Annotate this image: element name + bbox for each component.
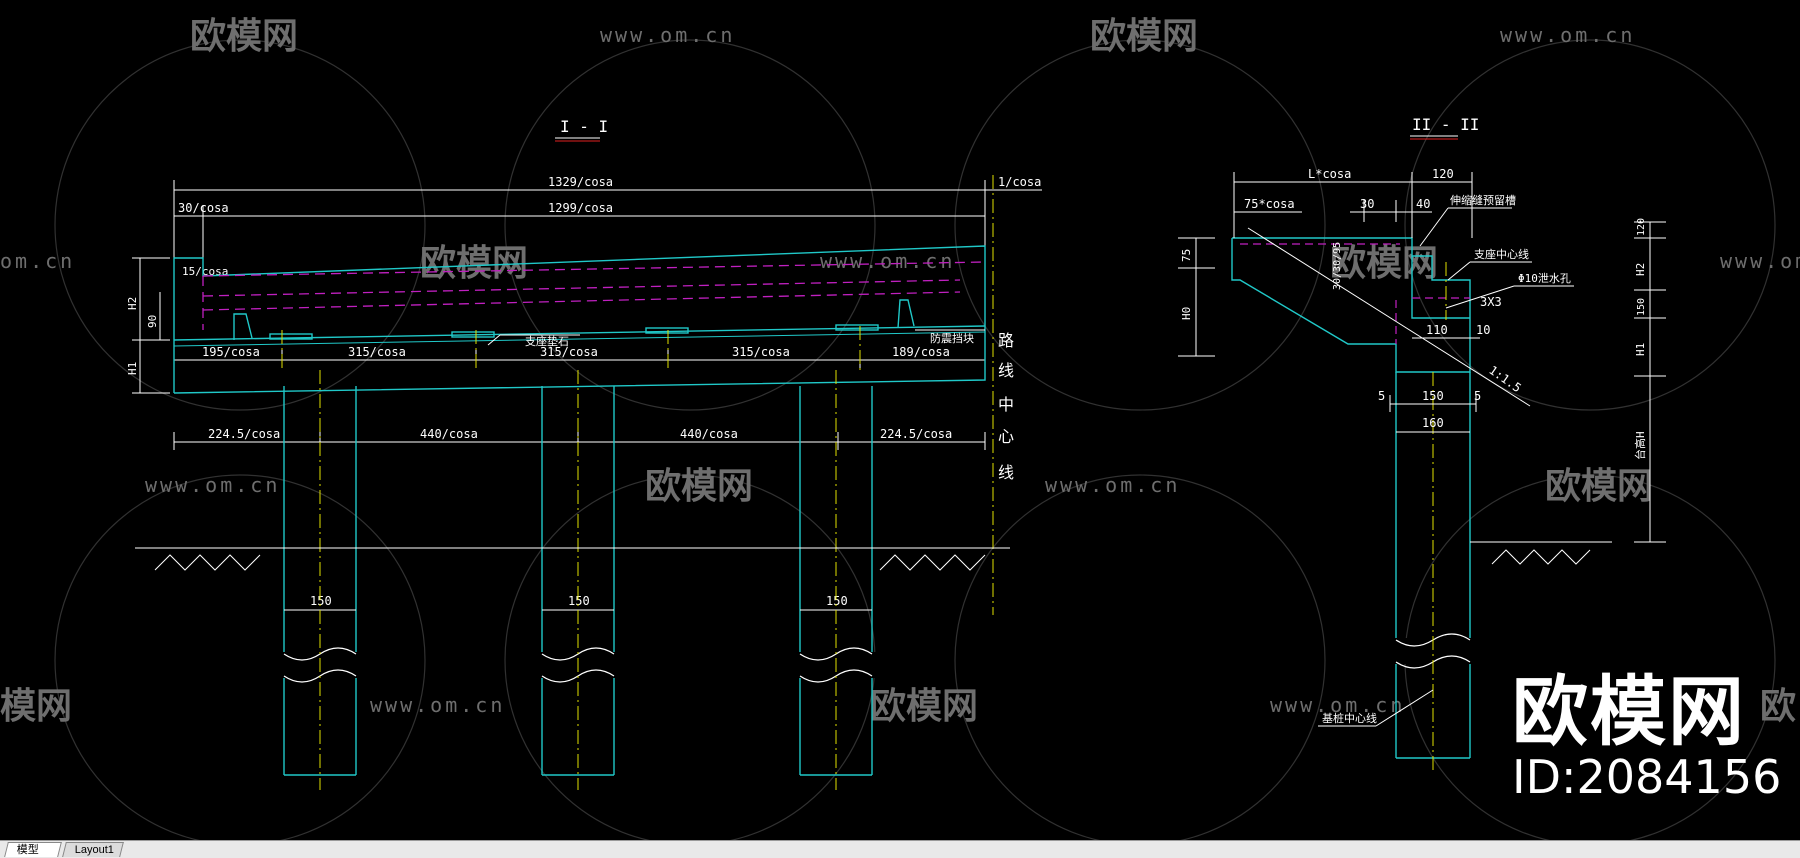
section-1-labels: 支座垫石 防震挡块 <box>487 329 985 348</box>
dim-label: 120 <box>1432 167 1454 181</box>
dim-label: 150 <box>1636 298 1647 316</box>
tab-model-label: 模型 <box>16 844 39 856</box>
dim-label: 5 <box>1378 389 1385 403</box>
dim-label: 5 <box>1474 389 1481 403</box>
dim-label: 195/cosa <box>202 345 260 359</box>
dim-label: H1 <box>126 362 139 375</box>
watermark-brand: 欧模网 <box>870 686 978 727</box>
dim-label: 224.5/cosa <box>880 427 952 441</box>
watermark-url: www.om.cn <box>145 473 280 497</box>
road-center-char: 线 <box>998 361 1014 380</box>
dim-label: 10 <box>1476 323 1490 337</box>
dim-label: 315/cosa <box>732 345 790 359</box>
dim-label: 440/cosa <box>680 427 738 441</box>
ground <box>135 547 1010 571</box>
watermark-url: www.om.cn <box>370 693 505 717</box>
watermark-brand: 欧 <box>1760 686 1796 727</box>
cad-drawing-canvas[interactable]: 欧模网 www.om.cn 欧模网 www.om.cn om.cn 欧模网 ww… <box>0 0 1800 840</box>
dim-label: 40 <box>1416 197 1430 211</box>
watermark-brand: 欧模网 <box>1545 466 1653 507</box>
dim-label: H1 <box>1634 343 1647 356</box>
dim-label: 315/cosa <box>348 345 406 359</box>
road-center-char: 线 <box>998 463 1014 482</box>
label-seismic-block: 防震挡块 <box>930 331 974 345</box>
dim-label: 15/cosa <box>182 265 228 278</box>
tab-model[interactable]: 模型 <box>4 842 62 857</box>
tab-layout1-label: Layout1 <box>74 844 114 856</box>
slope-line <box>1247 227 1531 407</box>
dim-label: 150 <box>568 594 590 608</box>
label-bearing-pad: 支座垫石 <box>525 334 569 348</box>
dim-label: 440/cosa <box>420 427 478 441</box>
pile-breaks <box>280 647 876 683</box>
dim-label: 120 <box>1636 218 1647 236</box>
watermark-brand: 欧模网 <box>1090 16 1198 57</box>
dim-label: 1329/cosa <box>548 175 613 189</box>
tab-layout1[interactable]: Layout1 <box>62 842 124 857</box>
section-1-dimensions: 1329/cosa 1/cosa 30/cosa 1299/cosa 15/co… <box>126 175 1042 450</box>
section-title-2: II - II <box>1412 115 1479 134</box>
section-2-title: II - II <box>1410 115 1479 140</box>
watermark-url: www.om.cn <box>600 23 735 47</box>
section-2-labels: 伸缩缝预留槽 支座中心线 Φ10泄水孔 基桩中心线 <box>1318 193 1574 727</box>
label-drain-hole: Φ10泄水孔 <box>1518 272 1571 285</box>
road-center-char: 路 <box>998 331 1014 350</box>
brand-title: 欧模网 <box>1512 667 1746 756</box>
dim-label: L*cosa <box>1308 167 1351 181</box>
dim-label: 1/cosa <box>998 175 1041 189</box>
brand-watermark: 欧模网 ID:2084156 <box>1512 667 1782 804</box>
watermark-url: www.om.cn <box>1720 249 1800 273</box>
piles <box>283 386 873 776</box>
abutment-magenta <box>1240 243 1470 344</box>
pile-centerlines <box>281 175 994 790</box>
watermark-url: www.om.cn <box>820 249 955 273</box>
prestress-lines <box>202 261 986 330</box>
dim-label: 1299/cosa <box>548 201 613 215</box>
label-expansion-slot: 伸缩缝预留槽 <box>1450 193 1516 207</box>
dim-label: 30/30/95 <box>1332 242 1343 290</box>
dim-label: 30/cosa <box>178 201 229 215</box>
watermark-brand: 欧模网 <box>645 466 753 507</box>
brand-id: ID:2084156 <box>1512 750 1782 804</box>
watermark-text: 欧模网 www.om.cn 欧模网 www.om.cn om.cn 欧模网 ww… <box>0 16 1800 727</box>
dim-label: 160 <box>1422 416 1444 430</box>
dim-label: H2 <box>126 297 139 310</box>
road-center-char: 中 <box>998 395 1014 414</box>
watermark-url: www.om.cn <box>1045 473 1180 497</box>
section-1-title: I - I <box>555 117 608 142</box>
dim-label: H2 <box>1634 263 1647 276</box>
label-pile-center: 基桩中心线 <box>1322 711 1377 725</box>
watermark-url: om.cn <box>0 249 75 273</box>
dim-label: 90 <box>146 315 159 328</box>
watermark-brand: 模网 <box>0 686 72 727</box>
dim-label: 150 <box>1422 389 1444 403</box>
layout-tab-bar: 模型 Layout1 <box>0 840 1800 858</box>
abutment-ground <box>1470 541 1612 565</box>
section-2-dimensions: L*cosa 120 75*cosa 30 40 75 H0 30/30/95 … <box>1178 167 1666 543</box>
dim-label: 75 <box>1180 249 1193 262</box>
abutment-centerline <box>1432 262 1447 772</box>
dim-label: 224.5/cosa <box>208 427 280 441</box>
dim-label: 189/cosa <box>892 345 950 359</box>
dim-label: 110 <box>1426 323 1448 337</box>
watermark-brand: 欧模网 <box>190 16 298 57</box>
watermark-url: www.om.cn <box>1500 23 1635 47</box>
section-title-1: I - I <box>560 117 608 136</box>
dim-label: 315/cosa <box>540 345 598 359</box>
dim-label: 150 <box>826 594 848 608</box>
dim-label: 75*cosa <box>1244 197 1295 211</box>
cap-beam <box>173 245 986 394</box>
dim-label: 3X3 <box>1480 295 1502 309</box>
dim-label: H0 <box>1180 307 1193 320</box>
watermark-brand: 欧模网 <box>1330 243 1438 284</box>
watermark-brand: 欧模网 <box>420 243 528 284</box>
dim-label: 150 <box>310 594 332 608</box>
road-centerline-label: 路 线 中 心 线 <box>998 331 1014 482</box>
dim-label: 30 <box>1360 197 1374 211</box>
label-bearing-center: 支座中心线 <box>1474 247 1529 261</box>
dim-label: 台高H <box>1633 431 1647 460</box>
cad-drawing: 欧模网 www.om.cn 欧模网 www.om.cn om.cn 欧模网 ww… <box>0 16 1800 840</box>
watermark-url: www.om.cn <box>1270 693 1405 717</box>
road-center-char: 心 <box>998 427 1014 446</box>
